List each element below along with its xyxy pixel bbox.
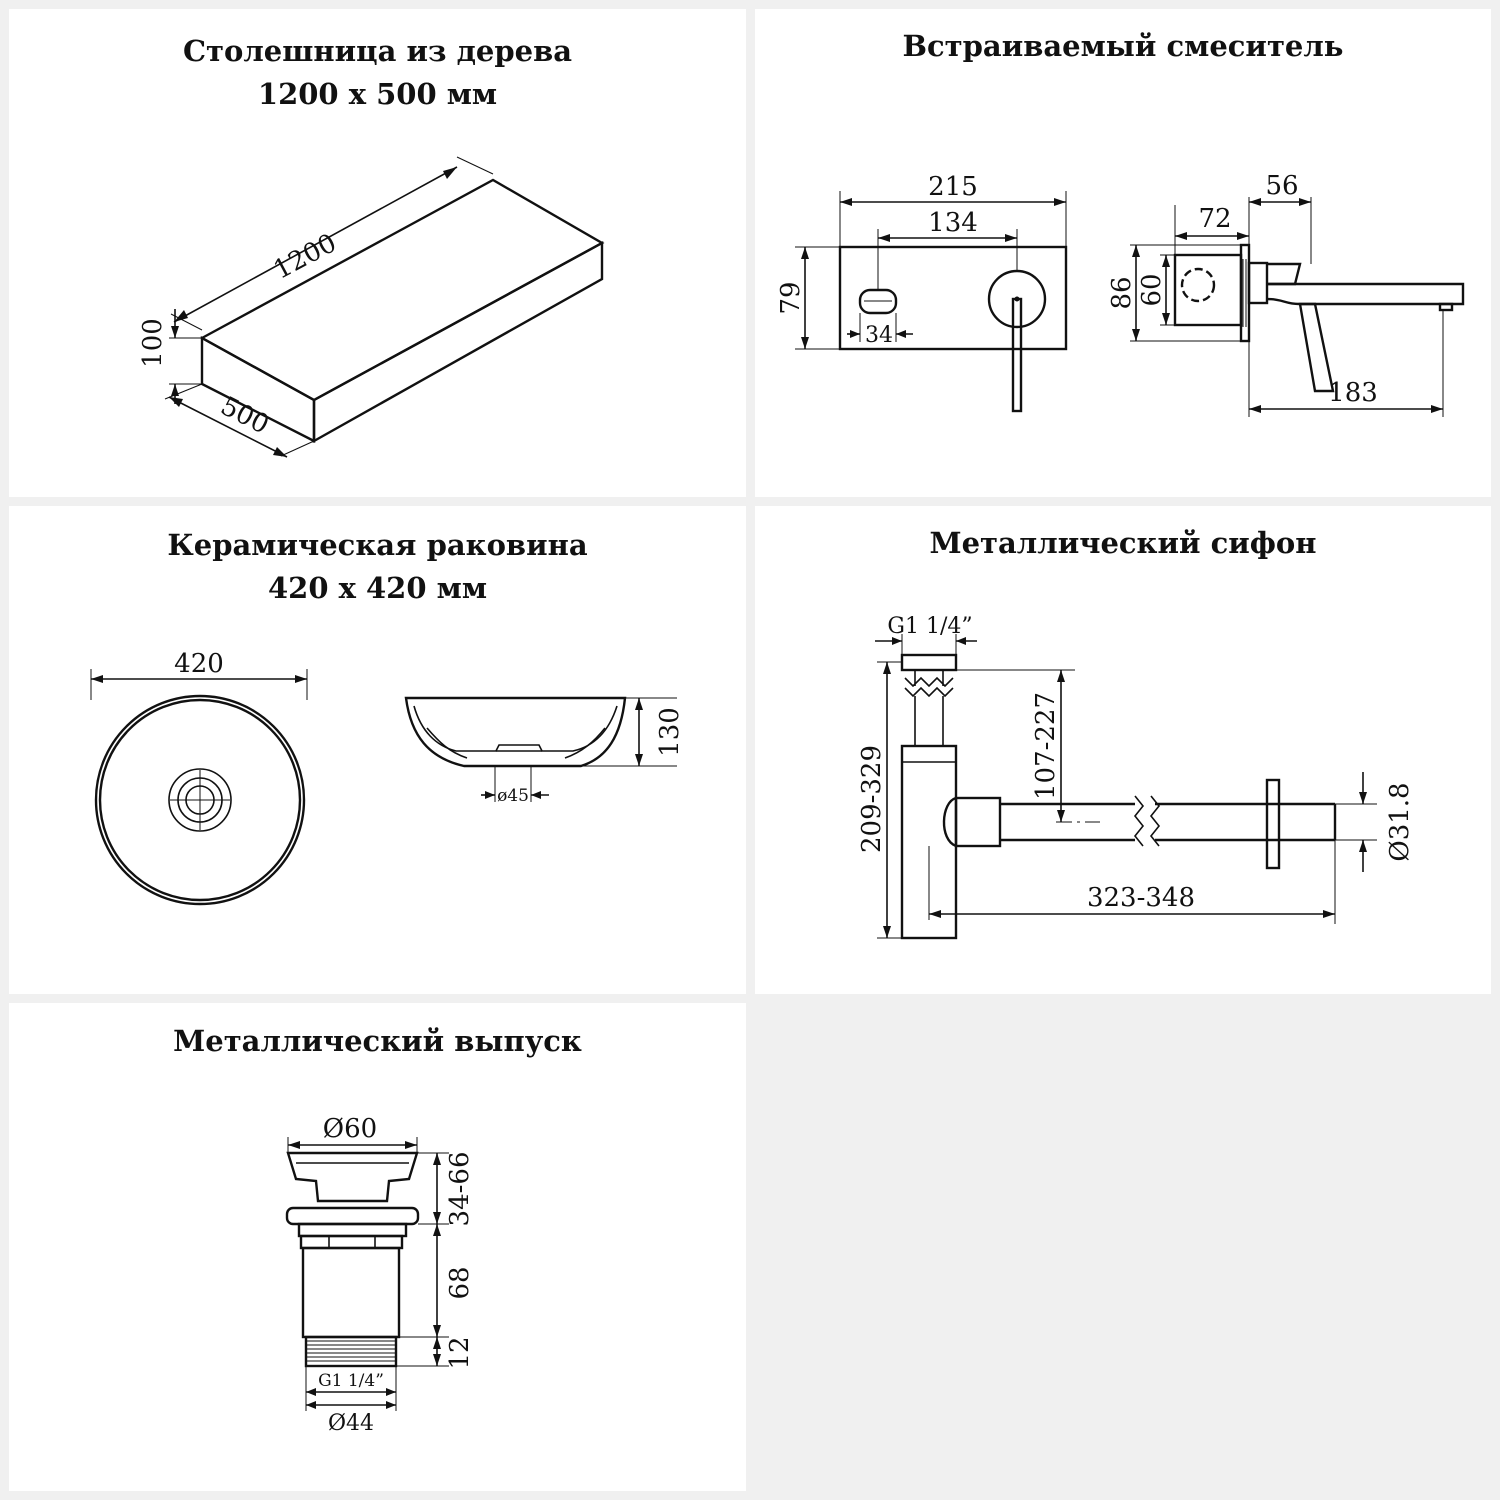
sink-drawing: 420 130 ø45 xyxy=(90,649,685,906)
depth-b-label: 72 xyxy=(1198,204,1231,234)
sink-title: Керамическая раковина 420 х 420 мм xyxy=(167,528,588,605)
spacing-label: 134 xyxy=(928,208,978,238)
faucet-side-dims: 56 72 86 60 183 xyxy=(1107,171,1444,417)
countertop-shape xyxy=(199,178,605,444)
cap-label: Ø60 xyxy=(323,1114,377,1144)
faucet-title: Встраиваемый смеситель xyxy=(902,29,1344,63)
sink-side-view: 130 ø45 xyxy=(404,696,685,806)
faucet-front-dims: 215 134 79 34 xyxy=(776,172,1067,350)
upper-label: 107-227 xyxy=(1031,692,1061,800)
total-height-label: 209-329 xyxy=(857,745,887,853)
drain-drawing: Ø60 34-66 68 12 G1 1/4” Ø44 xyxy=(285,1114,475,1436)
drain-title: Металлический выпуск xyxy=(173,1024,582,1058)
depth-dimension xyxy=(164,383,315,458)
body-label: 68 xyxy=(445,1266,475,1299)
spout-label: 183 xyxy=(1328,378,1378,408)
length-label: 323-348 xyxy=(1087,883,1195,913)
sink-panel: Керамическая раковина 420 х 420 мм 420 xyxy=(9,506,746,994)
thread-length-label: 12 xyxy=(445,1336,475,1369)
siphon-dims: G1 1/4” 209-329 107-227 323-348 Ø31. xyxy=(857,614,1415,939)
siphon-panel: Металлический сифон xyxy=(755,506,1491,994)
faucet-side-view xyxy=(1173,243,1465,393)
width-label: 215 xyxy=(928,172,978,202)
height-b-label: 60 xyxy=(1137,273,1167,306)
pipe-label: Ø31.8 xyxy=(1385,782,1415,861)
height-a-label: 86 xyxy=(1107,276,1137,309)
thickness-label: 100 xyxy=(138,318,168,368)
countertop-title: Столешница из дерева 1200 х 500 мм xyxy=(182,34,573,111)
diameter-label: 420 xyxy=(174,649,224,679)
drain-panel: Металлический выпуск Ø60 xyxy=(9,1003,746,1491)
faucet-drawing: 215 134 79 34 xyxy=(776,171,1465,417)
faucet-front-view xyxy=(838,245,1068,413)
siphon-drawing: G1 1/4” 209-329 107-227 323-348 Ø31. xyxy=(857,614,1415,940)
depth-label: 500 xyxy=(216,391,274,440)
height-label: 79 xyxy=(776,281,806,314)
thread-label: G1 1/4” xyxy=(318,1371,384,1391)
sink-top-view: 420 xyxy=(90,649,308,906)
top-label: 34-66 xyxy=(445,1152,475,1227)
height-label: 130 xyxy=(655,707,685,757)
countertop-drawing: 1200 100 500 xyxy=(138,156,605,458)
drain-dims: Ø60 34-66 68 12 G1 1/4” Ø44 xyxy=(287,1114,475,1436)
thickness-dimension xyxy=(169,309,202,404)
length-dimension xyxy=(170,156,494,331)
siphon-title: Металлический сифон xyxy=(929,526,1317,560)
thread-label: G1 1/4” xyxy=(887,614,972,639)
countertop-panel: Столешница из дерева 1200 х 500 мм 1200 … xyxy=(9,9,746,497)
length-label: 1200 xyxy=(269,228,342,286)
faucet-panel: Встраиваемый смеситель 215 134 xyxy=(755,9,1491,497)
handle-label: 34 xyxy=(865,323,893,348)
drain-shape xyxy=(285,1151,420,1368)
bottom-label: Ø44 xyxy=(328,1411,374,1436)
depth-a-label: 56 xyxy=(1265,171,1298,201)
drain-label: ø45 xyxy=(497,786,529,806)
